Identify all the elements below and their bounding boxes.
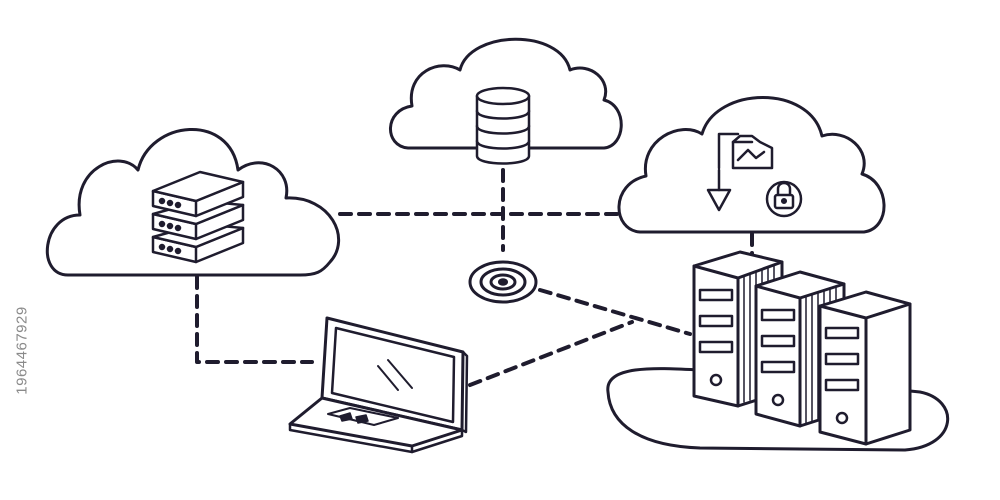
datacenter [606,250,949,452]
stock-id-watermark: 1964467929 [12,250,32,450]
link-hub-servers [538,288,692,336]
wireless-signal-icon [468,260,538,304]
padlock-icon [765,180,803,218]
database-icon [475,86,531,165]
server-rack-icon [818,290,912,446]
link-left-cloud-laptop [195,275,314,364]
right-cloud [617,96,886,234]
left-cloud [45,128,341,277]
laptop-icon [288,316,469,454]
link-laptop-servers [468,320,634,387]
connection-lines [195,168,754,387]
file-download-icon [706,132,774,212]
server-stack-icon [151,170,245,264]
stock-id-text: 1964467929 [13,305,31,395]
top-cloud [389,37,623,165]
